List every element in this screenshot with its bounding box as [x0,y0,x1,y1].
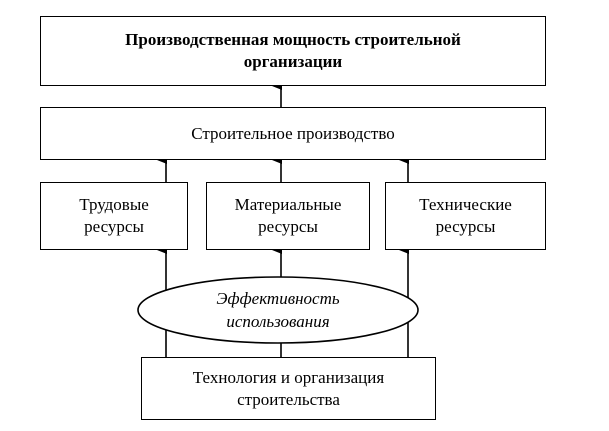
production-capacity-title-line1: Производственная мощность строительной [125,30,461,49]
material-resources-box: Материальные ресурсы [206,182,370,250]
efficiency-ellipse [137,276,419,344]
production-capacity-box: Производственная мощность строительной о… [40,16,546,86]
labor-resources-line1: Трудовые [79,195,149,214]
technical-resources-line1: Технические [419,195,512,214]
construction-production-box: Строительное производство [40,107,546,160]
production-capacity-title-line2: организации [243,52,343,71]
material-resources-line1: Материальные [234,195,342,214]
technology-organization-line2: строительства [237,389,340,409]
labor-resources-box: Трудовые ресурсы [40,182,188,250]
efficiency-label-line1: Эффективность [216,289,340,308]
technology-organization-line1: Технология и организация [192,367,385,387]
material-resources-line2: ресурсы [258,217,318,236]
efficiency-label: Эффективность использования [138,277,418,343]
technical-resources-box: Технические ресурсы [385,182,546,250]
efficiency-label-line2: использования [226,312,330,331]
labor-resources-line2: ресурсы [84,217,144,236]
construction-production-label: Строительное производство [191,123,395,143]
technical-resources-line2: ресурсы [435,217,496,236]
technology-organization-box: Технология и организация строительства [141,357,436,420]
